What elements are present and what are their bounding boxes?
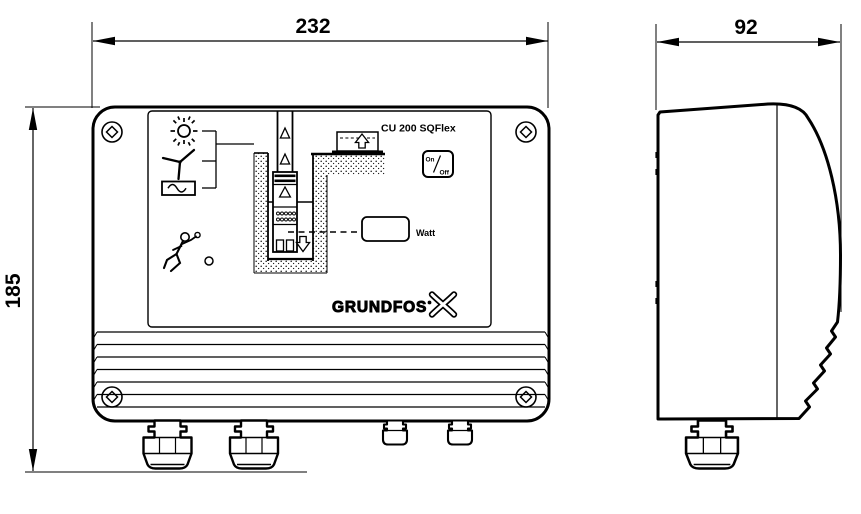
arrow-left-icon [93, 36, 115, 46]
brand-label: GRUNDFOS [332, 299, 427, 316]
side-depth-value: 92 [734, 16, 757, 39]
sun-icon [170, 116, 198, 146]
model-label: CU 200 SQFlex [381, 123, 456, 135]
submersible-pump-icon [272, 171, 298, 253]
side-view [655, 102, 842, 470]
dimension-front-height: 185 [2, 106, 307, 473]
dimension-front-width: 232 [91, 15, 549, 108]
cable-gland-side-icon [684, 419, 740, 470]
cable-gland-large-icon [228, 419, 280, 470]
screw-icon [101, 121, 123, 143]
ventilation-louvers [93, 331, 549, 408]
ac-power-icon [161, 180, 196, 196]
hinge-marks [655, 152, 659, 304]
arrow-right-icon [818, 37, 840, 47]
screw-icon [515, 121, 537, 143]
wind-turbine-icon [161, 148, 196, 181]
down-arrow-icon [295, 235, 311, 253]
cable-gland-small-icon [381, 419, 409, 446]
front-view: Watt CU 200 SQFlex On Off GRUNDFOS [91, 105, 551, 470]
up-arrow-icon [354, 132, 370, 149]
off-label: Off [440, 170, 450, 177]
slash-icon [432, 155, 442, 173]
source-selector-bracket [202, 130, 254, 189]
flow-arrow-icon [279, 126, 291, 139]
arrow-left-icon [657, 37, 679, 47]
arrow-right-icon [526, 36, 548, 46]
riser-pipe [276, 111, 294, 172]
service-man-icon [162, 231, 201, 273]
borehole-schematic [253, 152, 385, 274]
front-width-value: 232 [295, 15, 330, 38]
grundfos-mark-icon [428, 291, 458, 318]
on-label: On [426, 157, 435, 164]
flow-arrow-icon [279, 152, 291, 165]
arrow-down-icon [28, 449, 38, 471]
cable-gland-large-icon [142, 419, 193, 470]
front-height-value: 185 [2, 273, 25, 308]
dimension-side-depth: 92 [655, 16, 842, 312]
logo-dot [427, 300, 432, 305]
watt-display [361, 216, 410, 242]
cable-gland-small-icon [446, 419, 474, 446]
on-off-button: On Off [422, 150, 454, 178]
water-tank-icon [332, 131, 383, 154]
indicator-led [204, 256, 214, 266]
cable-glands [142, 419, 474, 470]
brand-logo: GRUNDFOS [332, 291, 458, 318]
watt-label: Watt [416, 228, 435, 238]
arrow-up-icon [28, 108, 38, 130]
side-profile-outline [656, 102, 842, 421]
